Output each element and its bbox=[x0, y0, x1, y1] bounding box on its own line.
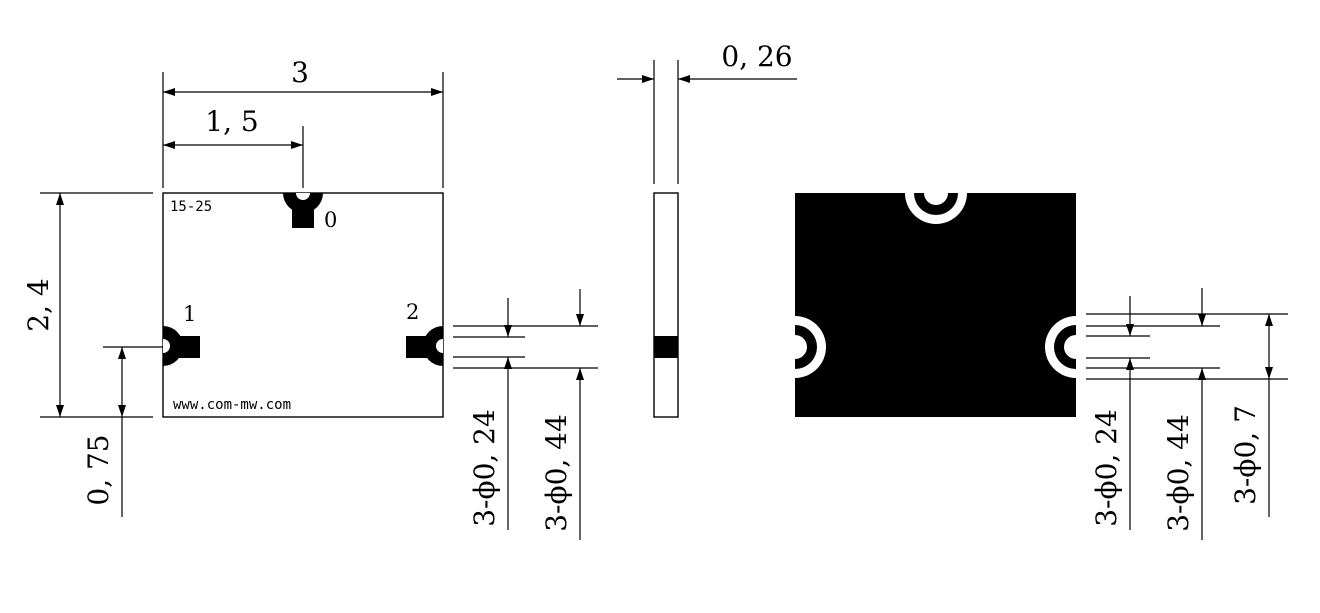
dimension-thickness-label: 0, 26 bbox=[721, 40, 792, 73]
dimension-outer-diameter-label: 3-ϕ0, 44 bbox=[540, 414, 573, 532]
dimension-pad-offset: 0, 75 bbox=[82, 346, 163, 517]
dimension-half-width-label: 1, 5 bbox=[205, 105, 258, 138]
pad-label-1: 1 bbox=[183, 302, 196, 326]
side-view: 0, 26 bbox=[617, 40, 797, 418]
pad-2 bbox=[406, 326, 443, 366]
via-ring-right bbox=[1045, 316, 1076, 378]
dimension-inner-diameter-label: 3-ϕ0, 24 bbox=[468, 409, 501, 527]
dimension-width-label: 3 bbox=[291, 56, 309, 89]
via-ring-top bbox=[905, 193, 967, 224]
pad-0 bbox=[283, 193, 323, 228]
chip-outline-side bbox=[653, 192, 679, 418]
dimension-thickness: 0, 26 bbox=[617, 40, 797, 184]
pad-1 bbox=[163, 326, 200, 366]
dimension-outer-diameter-label-bottom: 3-ϕ0, 44 bbox=[1162, 414, 1195, 532]
dimension-half-width: 1, 5 bbox=[163, 105, 304, 188]
bottom-view: 3-ϕ0, 24 3-ϕ0, 44 3-ϕ0, 7 bbox=[795, 193, 1288, 540]
chip-marking: 15-25 bbox=[170, 199, 212, 215]
dimension-via-diameters-top: 3-ϕ0, 24 3-ϕ0, 44 bbox=[453, 289, 598, 540]
dimension-ring-diameter-label: 3-ϕ0, 7 bbox=[1229, 405, 1262, 505]
website-text: www.com-mw.com bbox=[173, 397, 291, 413]
via-ring-left bbox=[795, 316, 826, 378]
top-view: 15-25 www.com-mw.com 0 1 2 3 1, 5 2, 4 bbox=[22, 56, 598, 540]
pad-label-0: 0 bbox=[324, 208, 337, 232]
side-pad bbox=[654, 336, 678, 358]
dimension-inner-diameter-label-bottom: 3-ϕ0, 24 bbox=[1090, 409, 1123, 527]
dimension-pad-offset-label: 0, 75 bbox=[82, 434, 115, 505]
dimension-height-label: 2, 4 bbox=[22, 278, 55, 331]
dimension-via-diameters-bottom: 3-ϕ0, 24 3-ϕ0, 44 3-ϕ0, 7 bbox=[1086, 288, 1288, 540]
dimension-height: 2, 4 bbox=[22, 192, 153, 418]
chip-bottom-metallization bbox=[795, 193, 1076, 417]
dimension-width: 3 bbox=[162, 56, 444, 188]
pad-label-2: 2 bbox=[406, 300, 419, 324]
